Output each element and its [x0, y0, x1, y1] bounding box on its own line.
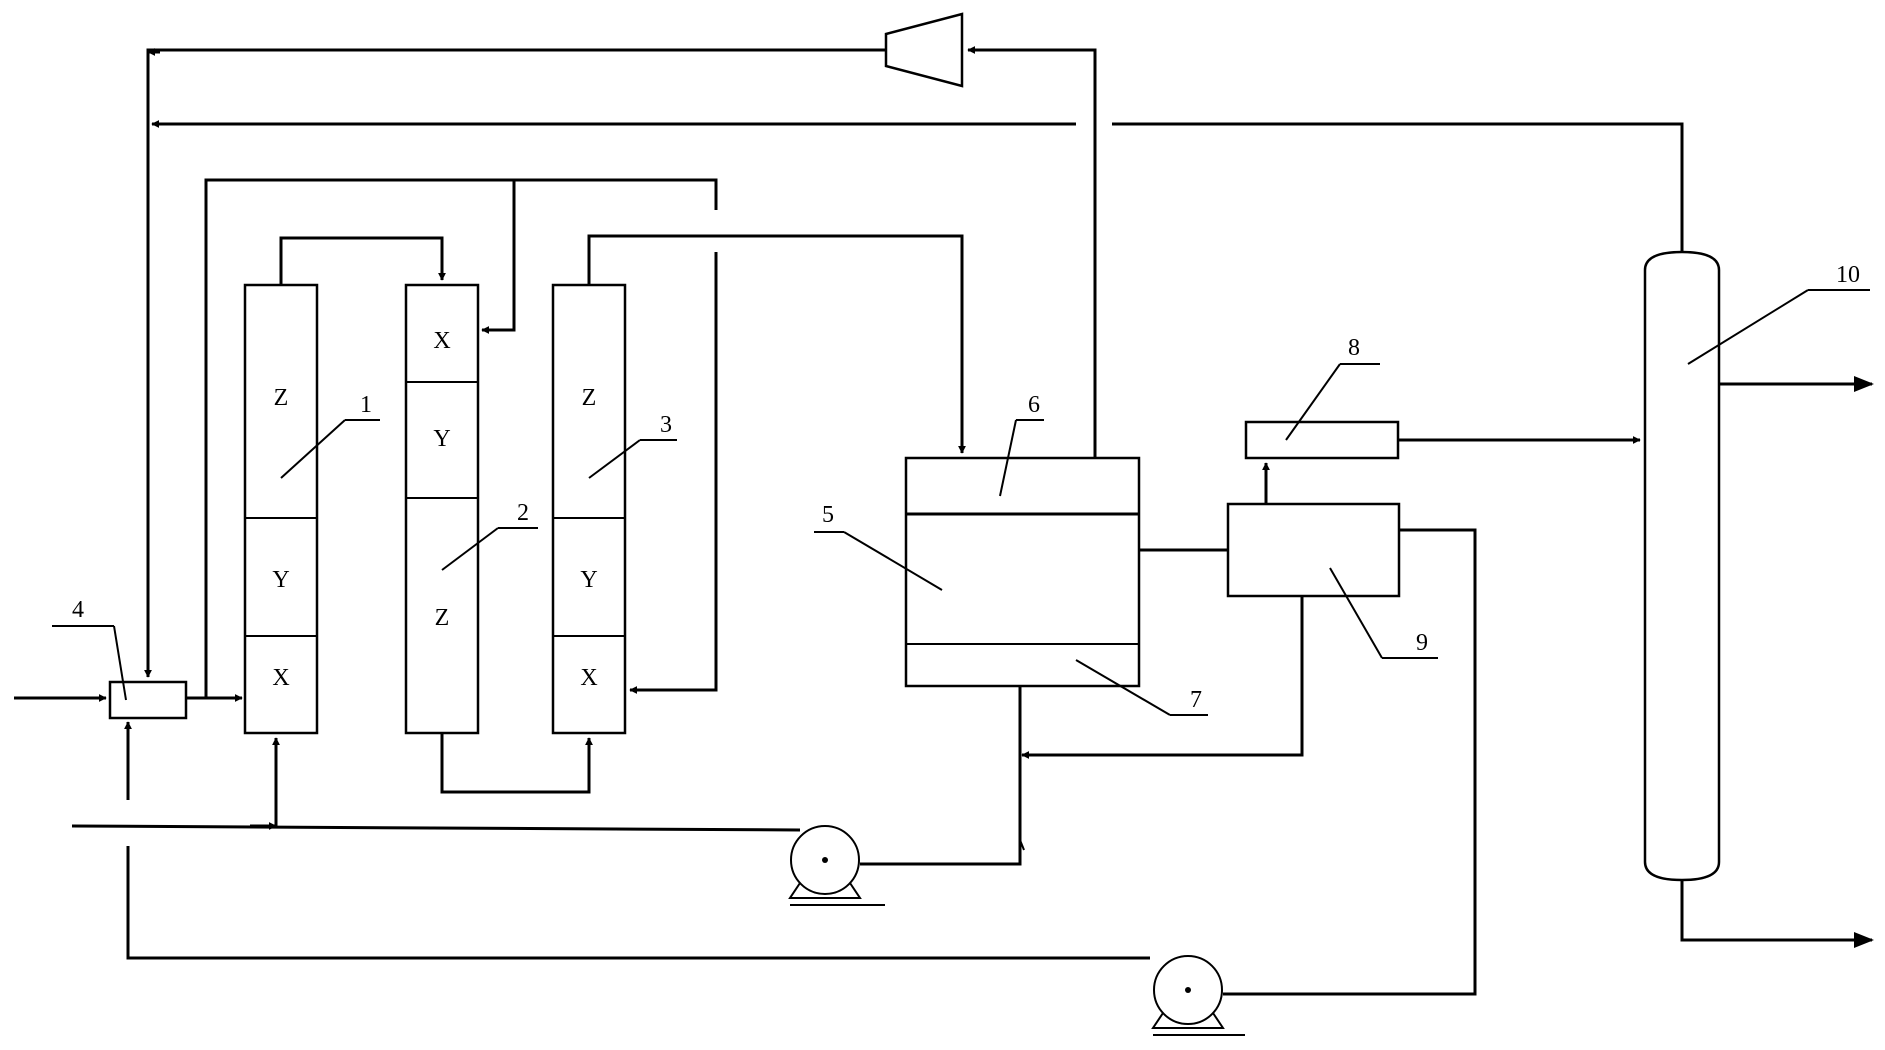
label-3: 3 [660, 412, 672, 438]
column-3-zone-bottom: X [580, 665, 597, 691]
column-2-zone-bottom: Z [435, 605, 450, 631]
column-1-zone-bottom: X [272, 665, 289, 691]
label-6: 6 [1028, 392, 1040, 418]
label-1: 1 [360, 392, 372, 418]
label-2: 2 [517, 500, 529, 526]
label-8: 8 [1348, 335, 1360, 361]
mixer-4 [108, 680, 188, 720]
column-3: Z Y X [551, 283, 627, 735]
column-3-zone-mid: Y [580, 567, 597, 593]
compressor-icon [884, 12, 964, 88]
label-10: 10 [1836, 262, 1860, 288]
vessel-5 [904, 456, 1141, 688]
label-9: 9 [1416, 630, 1428, 656]
column-10 [1643, 250, 1721, 882]
callouts: 1 2 3 4 5 6 7 8 9 10 [52, 262, 1870, 716]
column-2-zone-top: X [433, 328, 450, 354]
column-1-zone-mid: Y [272, 567, 289, 593]
column-1-zone-top: Z [274, 385, 289, 411]
pump-icon [1151, 955, 1245, 1036]
flow-lines [14, 46, 1874, 996]
pump-icon [788, 825, 885, 906]
label-7: 7 [1190, 687, 1202, 713]
column-2-zone-mid: Y [433, 426, 450, 452]
label-5: 5 [822, 502, 834, 528]
label-4: 4 [72, 597, 84, 623]
column-3-zone-top: Z [582, 385, 597, 411]
unit-8 [1244, 420, 1400, 460]
column-2: X Y Z [404, 283, 480, 735]
unit-9 [1226, 502, 1401, 598]
column-1: Z Y X [243, 283, 319, 735]
